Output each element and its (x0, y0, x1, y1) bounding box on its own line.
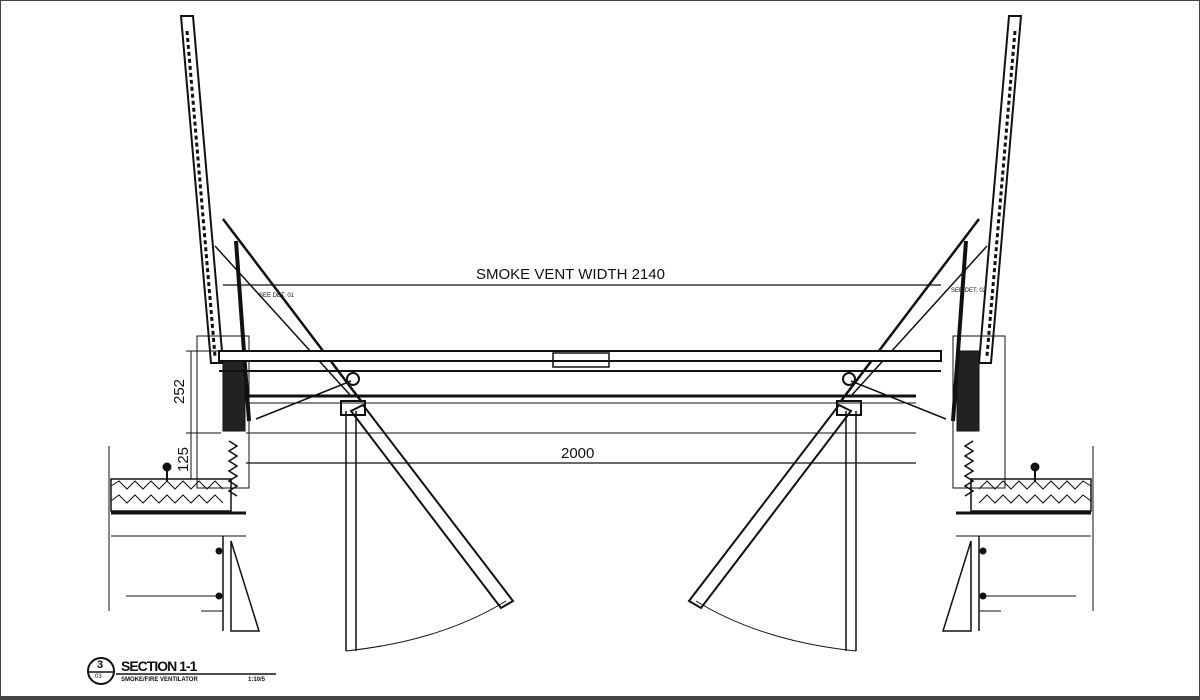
section-title: SECTION 1-1 (121, 658, 197, 674)
left-half (108, 15, 515, 652)
lower-height-label: 125 (175, 446, 193, 473)
section-symbol (87, 657, 115, 685)
right-half (687, 14, 1095, 653)
detail-ref-left: SEE DET. 01 (259, 293, 295, 299)
detail-ref-right: SEE DET. 02 (951, 288, 987, 294)
section-subtitle: SMOKE/FIRE VENTILATOR (121, 677, 198, 683)
width-dimension-label: SMOKE VENT WIDTH 2140 (476, 266, 665, 283)
scale-label: 1:10/5 (248, 677, 266, 683)
lid-leaf (179, 15, 225, 364)
louver-blade (349, 403, 515, 610)
upper-height-label: 252 (171, 378, 189, 405)
section-number: 3 (97, 659, 104, 671)
top-frame (218, 350, 942, 362)
inner-width-dimension-label: 2000 (561, 445, 595, 462)
sheet-ref: 03 (95, 674, 102, 680)
roof-insulation (110, 478, 232, 512)
